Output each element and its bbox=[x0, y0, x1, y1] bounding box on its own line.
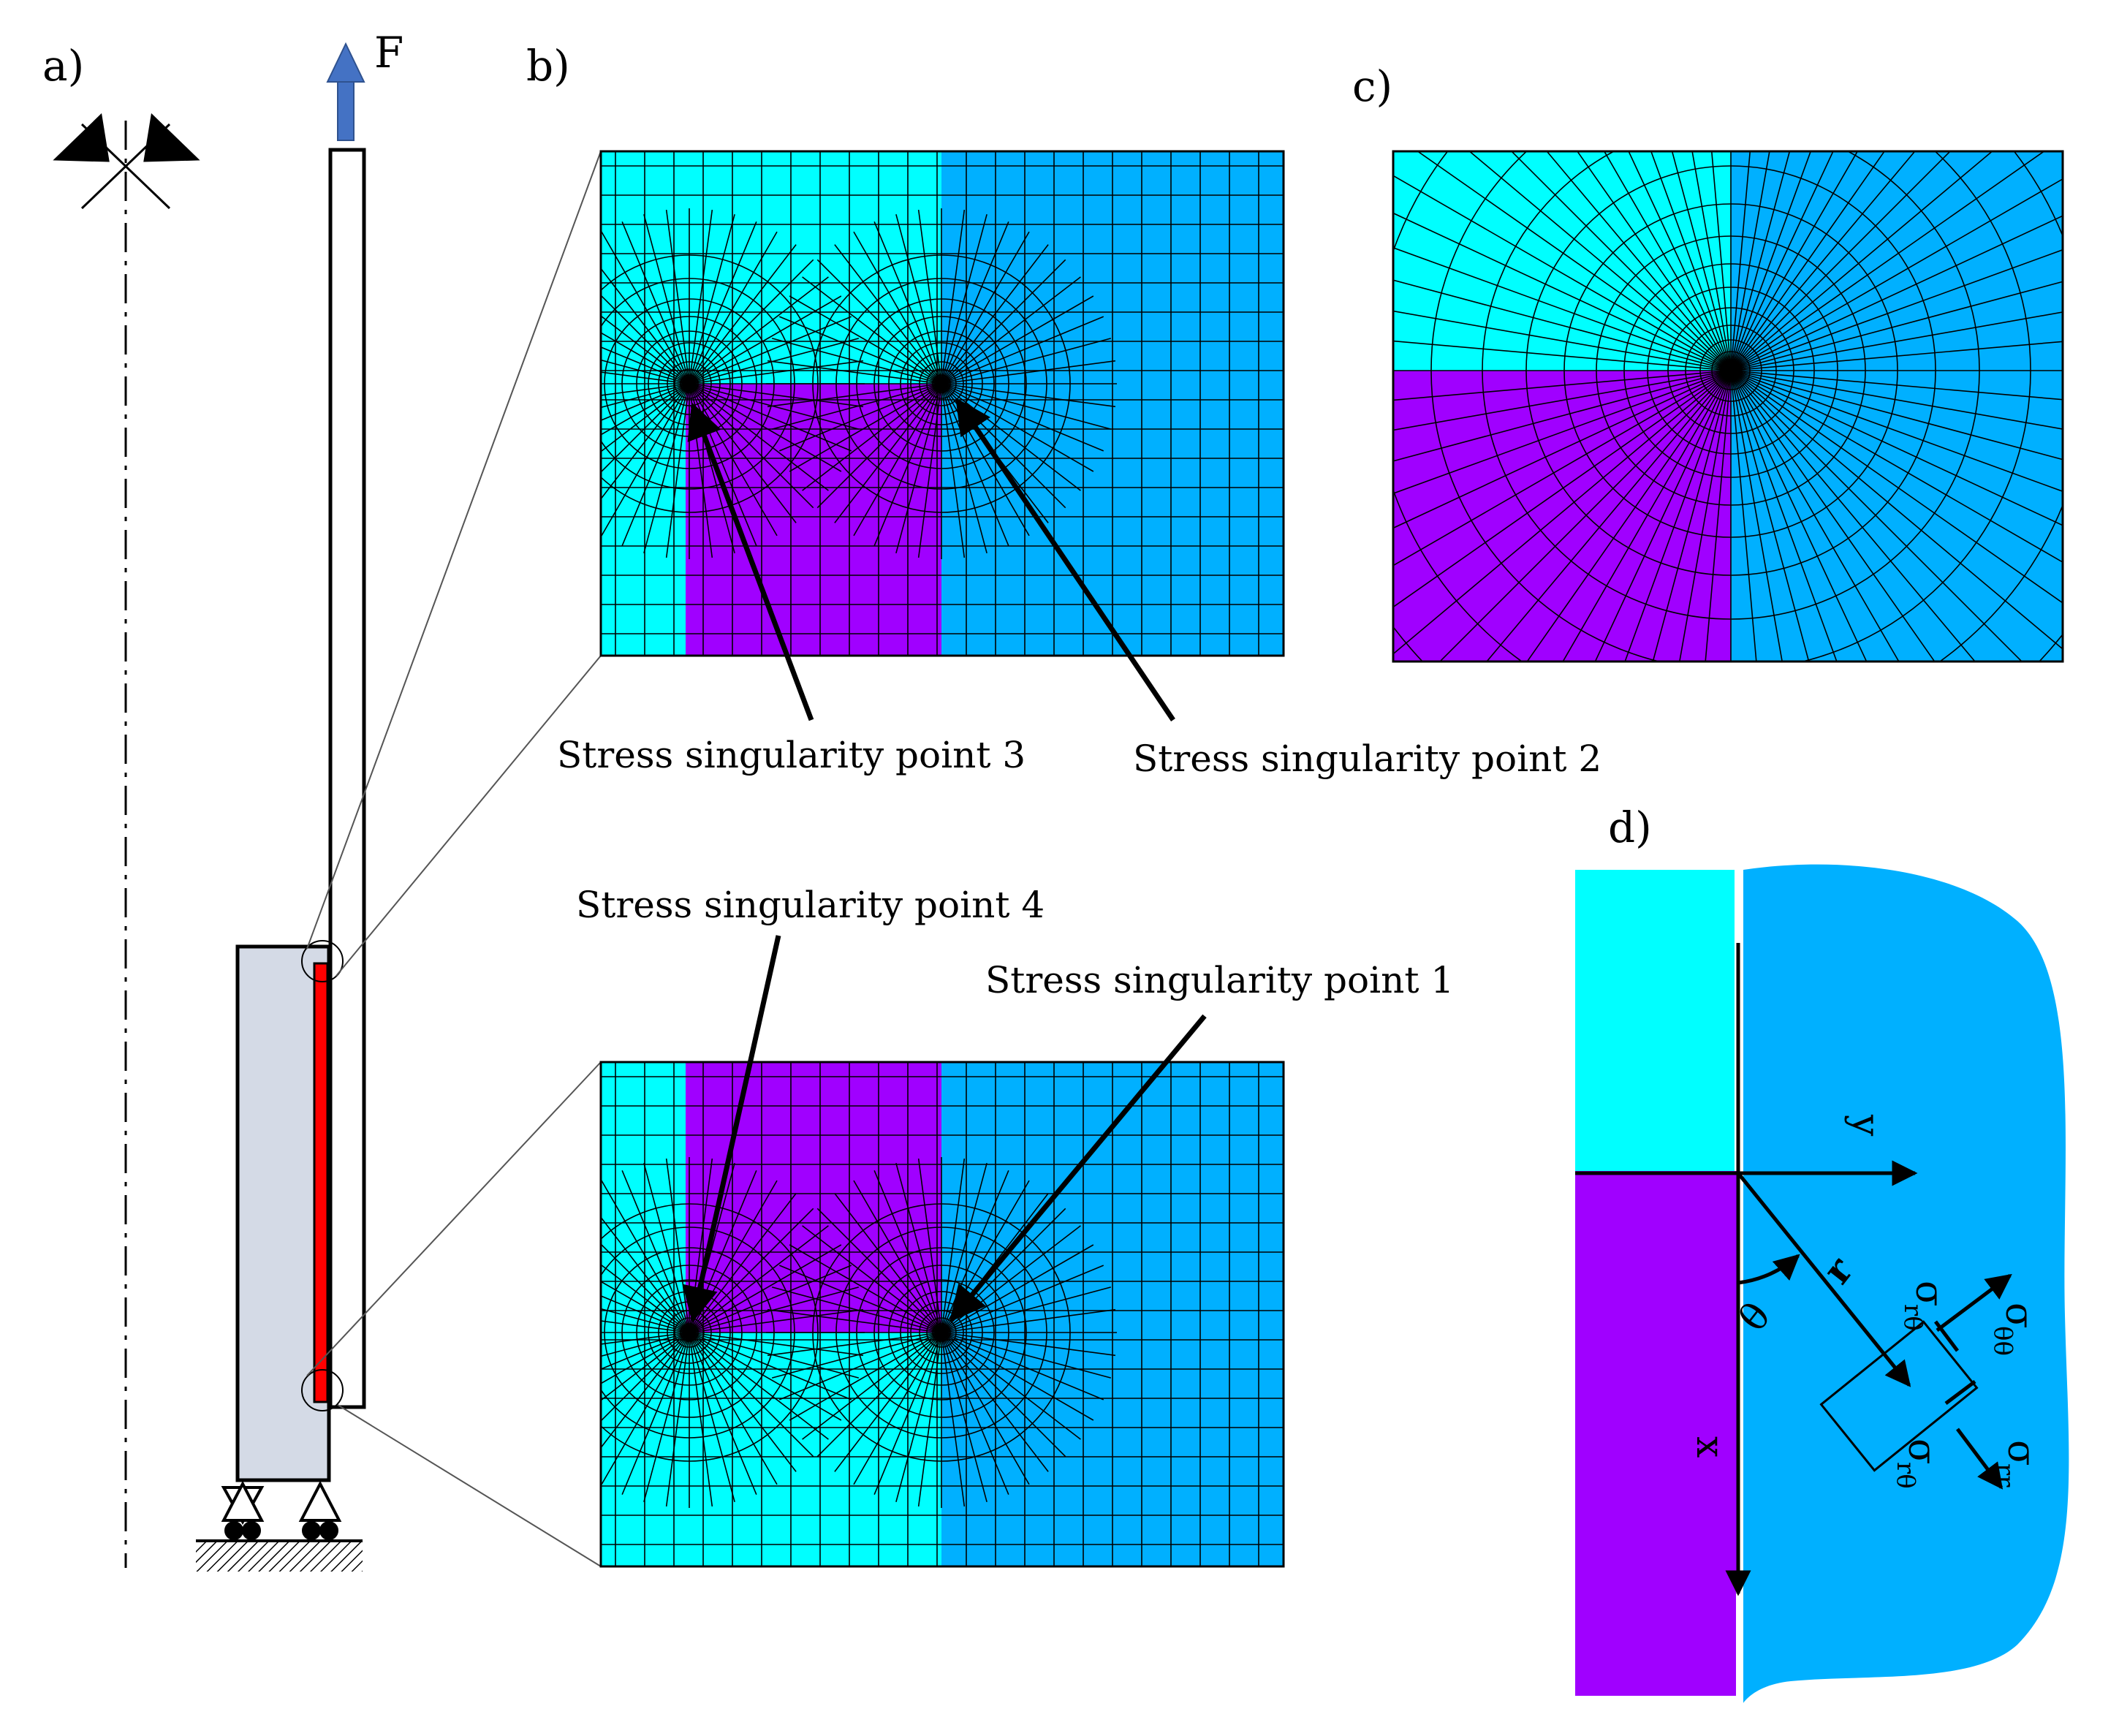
y-axis-label: y bbox=[1843, 1114, 1887, 1137]
zoom-circle-bottom bbox=[301, 1369, 344, 1411]
mesh-b-top bbox=[601, 151, 1284, 656]
d-adhesive bbox=[1575, 1171, 1737, 1696]
sigma-rtheta-top: σ rθ bbox=[1898, 1281, 1951, 1331]
mesh-b-bottom bbox=[601, 1062, 1284, 1566]
svg-text:rr: rr bbox=[1990, 1463, 2020, 1487]
callout-point-2: Stress singularity point 2 bbox=[1133, 738, 1601, 780]
panel-d: y x r θ σ rθ σ θθ σ rθ σ rr bbox=[1575, 864, 2069, 1703]
panel-label-c: c) bbox=[1352, 61, 1392, 111]
mesh-c-frame bbox=[1392, 150, 2064, 663]
d-adherend bbox=[1575, 870, 1735, 1171]
x-axis-label: x bbox=[1688, 1436, 1732, 1458]
callout-point-3: Stress singularity point 3 bbox=[557, 734, 1026, 776]
panel-label-d: d) bbox=[1608, 803, 1652, 852]
sigma-rtheta-tick-bottom bbox=[1944, 1380, 1976, 1405]
svg-text:σ: σ bbox=[1999, 1440, 2043, 1466]
sigma-thetatheta-arrow bbox=[1936, 1273, 2012, 1332]
svg-text:rθ: rθ bbox=[1898, 1304, 1927, 1331]
sigma-rr: σ rr bbox=[1990, 1440, 2043, 1487]
symmetry-symbol-icon bbox=[53, 113, 200, 210]
sigma-rr-arrow bbox=[1956, 1428, 2004, 1490]
mesh-b-bottom-frame bbox=[599, 1061, 1285, 1568]
panel-a: a) F bbox=[42, 28, 602, 1572]
mesh-b-top-frame bbox=[599, 150, 1285, 657]
zoom-circle-top bbox=[301, 940, 344, 982]
force-label: F bbox=[374, 28, 403, 77]
panel-label-a: a) bbox=[42, 41, 84, 91]
svg-text:σ: σ bbox=[1997, 1303, 2041, 1329]
callout-arrows bbox=[682, 397, 1207, 1323]
theta-arc bbox=[1737, 1254, 1800, 1285]
mesh-c bbox=[1393, 151, 2063, 662]
d-substrate bbox=[1743, 864, 2069, 1703]
svg-text:rθ: rθ bbox=[1891, 1462, 1920, 1489]
panel-label-b: b) bbox=[526, 41, 570, 91]
callout-point-1: Stress singularity point 1 bbox=[985, 959, 1454, 1001]
ground-hatch bbox=[196, 1542, 363, 1572]
force-arrow-icon bbox=[326, 42, 365, 141]
svg-text:θθ: θθ bbox=[1988, 1326, 2017, 1356]
roller-support-icon bbox=[196, 1480, 363, 1542]
callout-point-4: Stress singularity point 4 bbox=[576, 884, 1045, 926]
svg-text:σ: σ bbox=[1907, 1281, 1951, 1307]
adherend-strip bbox=[328, 148, 366, 1409]
adhesive-layer bbox=[313, 962, 329, 1403]
r-direction-arrow bbox=[1737, 1172, 1911, 1387]
sigma-rtheta-bottom: σ rθ bbox=[1891, 1439, 1944, 1489]
stress-element bbox=[1819, 1320, 1979, 1472]
zoom-lines bbox=[306, 151, 602, 1567]
svg-text:σ: σ bbox=[1900, 1439, 1944, 1465]
sigma-thetatheta: σ θθ bbox=[1988, 1303, 2041, 1356]
sigma-rtheta-tick-top bbox=[1934, 1320, 1959, 1352]
